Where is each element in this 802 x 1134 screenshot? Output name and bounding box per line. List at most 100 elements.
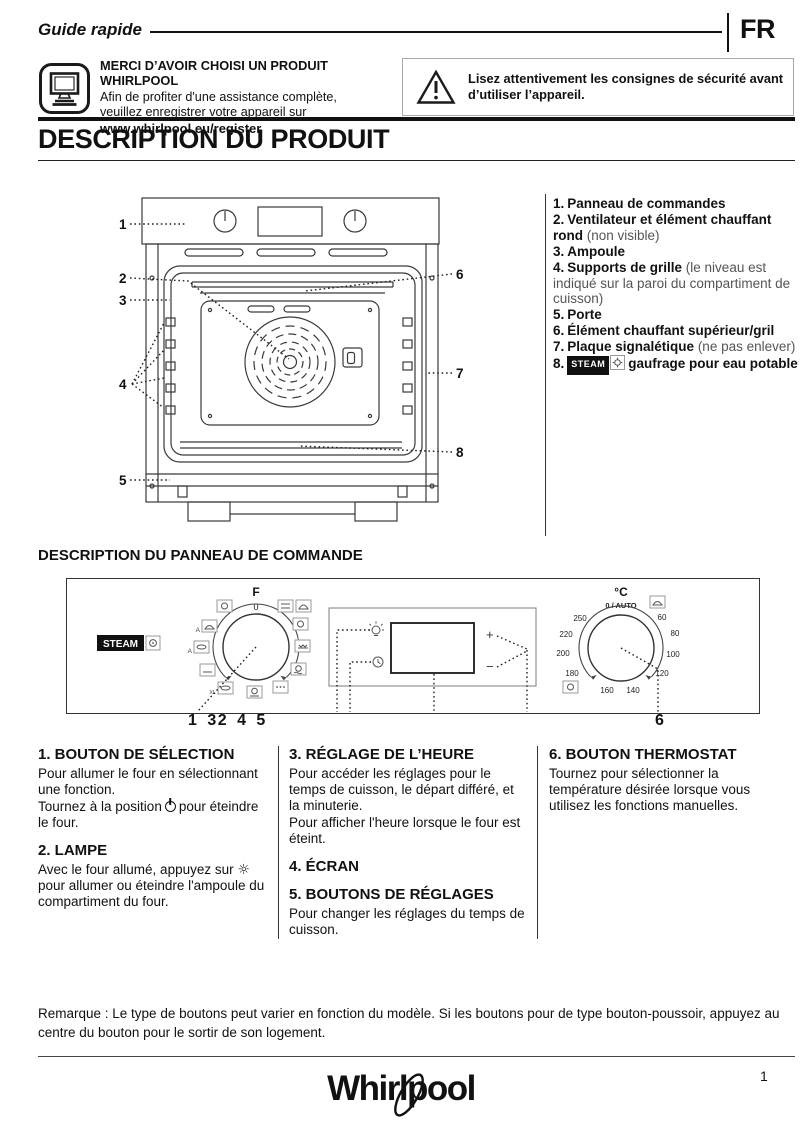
panel-callout-numbers-left: 1 32 4 5 [188, 712, 267, 729]
part-item-6: 6.Élément chauffant supérieur/gril [553, 323, 775, 339]
panel-steam-badge: STEAM [97, 635, 161, 651]
part-item-4: 4.Supports de grille (le niveau est indi… [553, 259, 791, 307]
svg-text:180: 180 [565, 669, 579, 678]
oven-rack-supports [165, 317, 413, 415]
register-line-2: veuillez enregistrer votre appareil sur [100, 105, 307, 119]
display-screen [390, 622, 475, 674]
warning-triangle-icon [416, 69, 456, 104]
page-number: 1 [760, 1068, 768, 1084]
svg-text:0: 0 [253, 602, 258, 612]
column-1: 1. BOUTON DE SÉLECTION Pour allumer le f… [38, 746, 279, 939]
svg-text:60: 60 [658, 613, 667, 622]
oven-label-3: 3 [119, 293, 127, 308]
thermostat-text: Tournez pour sélectionner la température… [549, 766, 751, 813]
minus-button[interactable]: − [486, 659, 494, 674]
safety-warning-box: Lisez attentivement les consignes de séc… [402, 58, 794, 116]
warning-text: Lisez attentivement les consignes de séc… [468, 71, 783, 104]
svg-text:A: A [188, 648, 193, 655]
part-item-5: 5.Porte [553, 307, 602, 323]
clock-setting-heading: 3. RÉGLAGE DE L’HEURE [289, 746, 475, 763]
section-rule-thick [38, 117, 795, 121]
thanks-title: MERCI D’AVOIR CHOISI UN PRODUIT WHIRLPOO… [100, 58, 328, 88]
svg-text:200: 200 [556, 649, 570, 658]
doc-type-label: Guide rapide [38, 20, 142, 39]
oven-label-6: 6 [456, 267, 464, 282]
footer-note: Remarque : Le type de boutons peut varie… [38, 1006, 780, 1040]
oven-label-4: 4 [119, 377, 127, 392]
panel-callout-numbers-right: 6 [655, 712, 666, 729]
screen-heading: 4. ÉCRAN [289, 858, 360, 875]
steam-badge: STEAM [567, 356, 610, 375]
lamp-icon: ☼ [237, 862, 250, 878]
oven-diagram: 1 2 3 4 5 6 7 8 [119, 197, 464, 522]
oven-outline [141, 197, 440, 522]
warning-line-1: Lisez attentivement les consignes de séc… [468, 70, 784, 86]
header-divider [727, 13, 729, 52]
oven-label-5: 5 [119, 473, 127, 488]
adjust-buttons-heading: 5. BOUTONS DE RÉGLAGES [289, 886, 494, 903]
parts-list: 1.Panneau de commandes 2.Ventilateur et … [553, 196, 799, 375]
thermostat-icons [562, 595, 666, 694]
steam-fan-icon [610, 355, 626, 371]
lamp-text: Avec le four allumé, appuyez sur ☼ pour … [38, 862, 265, 909]
selection-knob[interactable]: F 0 [212, 585, 300, 681]
oven-label-8: 8 [456, 445, 464, 460]
header-rule [150, 31, 722, 33]
part-item-7: 7.Plaque signalétique (ne pas enlever) [553, 339, 796, 355]
svg-text:XL: XL [209, 690, 216, 696]
thermostat-heading: 6. BOUTON THERMOSTAT [549, 746, 737, 763]
clock-setting-text-2: Pour afficher l'heure lorsque le four es… [289, 815, 521, 846]
footer-rule [38, 1056, 795, 1058]
clock-setting-text-1: Pour accéder les réglages pour le temps … [289, 766, 514, 813]
adjust-buttons-text: Pour changer les réglages du temps de cu… [289, 906, 525, 937]
register-line-1: Afin de profiter d'une assistance complè… [100, 90, 337, 104]
callout-lines-display [336, 629, 528, 712]
part-item-2: 2.Ventilateur et élément chauffant rond … [553, 211, 772, 243]
power-symbol-icon [164, 801, 176, 812]
lamp-heading: 2. LAMPE [38, 842, 108, 859]
selection-knob-text-1: Pour allumer le four en sélectionnant un… [38, 766, 258, 797]
svg-text:°C: °C [614, 585, 628, 599]
product-section-title: DESCRIPTION DU PRODUIT [38, 124, 390, 154]
register-computer-icon [39, 63, 90, 114]
lamp-button-icon[interactable] [368, 621, 384, 636]
svg-text:A: A [196, 627, 201, 634]
selection-knob-heading: 1. BOUTON DE SÉLECTION [38, 746, 235, 763]
parts-divider [545, 194, 547, 536]
register-text-block: MERCI D’AVOIR CHOISI UN PRODUIT WHIRLPOO… [100, 58, 400, 136]
oven-callout-numbers: 1 2 3 4 5 6 7 8 [119, 217, 464, 488]
panel-section-title: DESCRIPTION DU PANNEAU DE COMMANDE [38, 547, 363, 564]
callout-line-selector [197, 646, 257, 712]
controls-description-columns: 1. BOUTON DE SÉLECTION Pour allumer le f… [38, 746, 795, 939]
svg-text:F: F [252, 585, 259, 599]
part-item-1: 1.Panneau de commandes [553, 196, 726, 211]
svg-text:250: 250 [573, 614, 587, 623]
register-url: www.whirlpool.eu/register [100, 121, 262, 136]
svg-text:STEAM: STEAM [103, 639, 138, 650]
control-panel-diagram: STEAM F 0 A A [66, 578, 760, 714]
oven-fan [244, 316, 336, 408]
svg-text:Whirlpool: Whirlpool [327, 1069, 475, 1108]
warning-line-2: d’utiliser l’appareil. [468, 87, 585, 102]
column-3: 6. BOUTON THERMOSTAT Tournez pour sélect… [538, 746, 795, 939]
svg-text:120: 120 [655, 669, 669, 678]
callout-line-thermostat [620, 647, 659, 712]
svg-text:100: 100 [666, 650, 680, 659]
plus-button[interactable]: + [486, 627, 494, 642]
clock-button-icon[interactable] [372, 656, 384, 668]
language-code: FR [740, 14, 776, 44]
selection-knob-function-icons: A A XL [188, 599, 312, 699]
oven-label-7: 7 [456, 366, 464, 381]
thermostat-temperature-scale: 250 220 200 180 160 140 120 100 80 60 [556, 613, 680, 695]
display-module: + − [328, 607, 537, 687]
svg-text:80: 80 [671, 629, 680, 638]
oven-label-2: 2 [119, 271, 127, 286]
whirlpool-logo: Whirlpool [327, 1069, 476, 1117]
column-2: 3. RÉGLAGE DE L’HEURE Pour accéder les r… [279, 746, 538, 939]
svg-text:160: 160 [600, 686, 614, 695]
svg-text:220: 220 [559, 630, 573, 639]
svg-text:140: 140 [626, 686, 640, 695]
